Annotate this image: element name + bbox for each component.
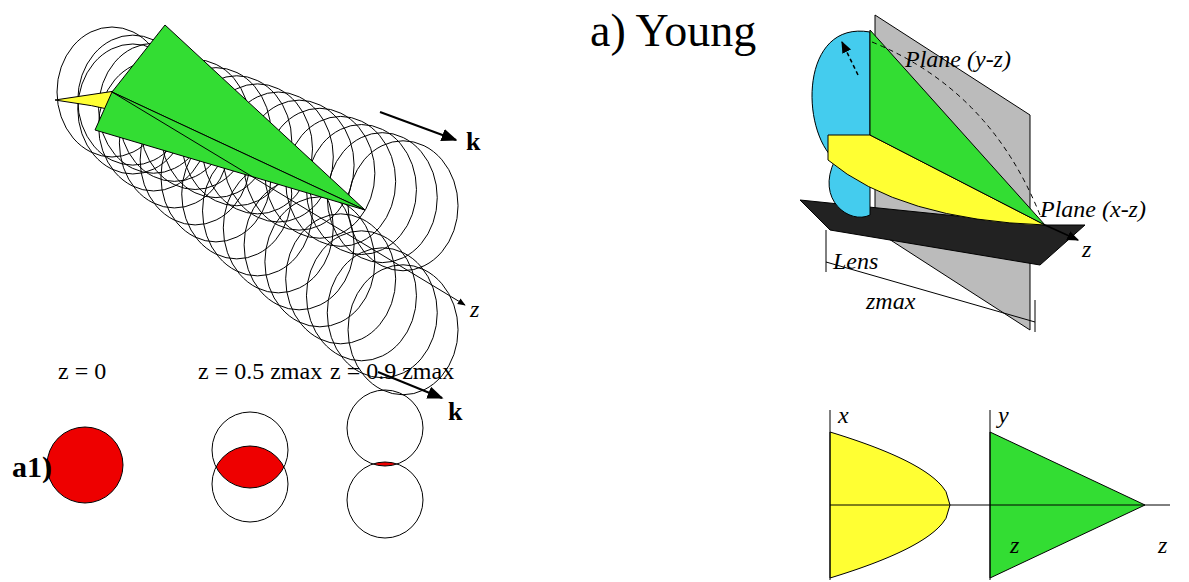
dim-tick [826,230,827,272]
axis [830,505,1005,506]
k-arrow [380,112,456,140]
cylinders [57,27,458,395]
dim-tick [1035,300,1036,332]
cylinder-circle [286,214,396,344]
lens [812,31,870,217]
title: a) Young [590,6,756,57]
label: Lens [833,248,878,274]
label: Plane (x-z) [1040,196,1146,222]
cylinder-circle [348,141,458,271]
section-circle [347,462,423,538]
label: a1) [12,450,52,483]
axis [830,410,831,580]
yz-plane-lower [95,92,365,210]
z-axis [1045,225,1078,240]
section-circle [47,427,123,503]
overlap [212,412,288,488]
cylinder-circle [306,231,416,361]
section-circle [212,446,288,522]
section-circle [212,412,288,488]
label: z [1010,532,1019,558]
label: z = 0 [58,358,106,384]
label: z = 0.5 zmax [198,358,322,384]
z-axis [112,92,465,305]
label: z = 0.9 zmax [330,358,454,384]
label: k [448,398,462,427]
label: x [838,402,849,428]
label: z [470,296,479,322]
cylinder-circle [265,197,375,327]
overlap [347,390,423,466]
section-circle [347,390,423,466]
label: Plane (y-z) [905,46,1011,72]
label: z [1082,236,1091,262]
axis [990,410,991,580]
label: y [998,402,1009,428]
label: k [466,128,480,157]
yz-section [870,30,1045,225]
radius-arrow [842,42,858,75]
axis [990,505,1170,506]
label: z [1158,532,1167,558]
dashed-curve [872,42,1040,215]
label: zmax [866,288,915,314]
